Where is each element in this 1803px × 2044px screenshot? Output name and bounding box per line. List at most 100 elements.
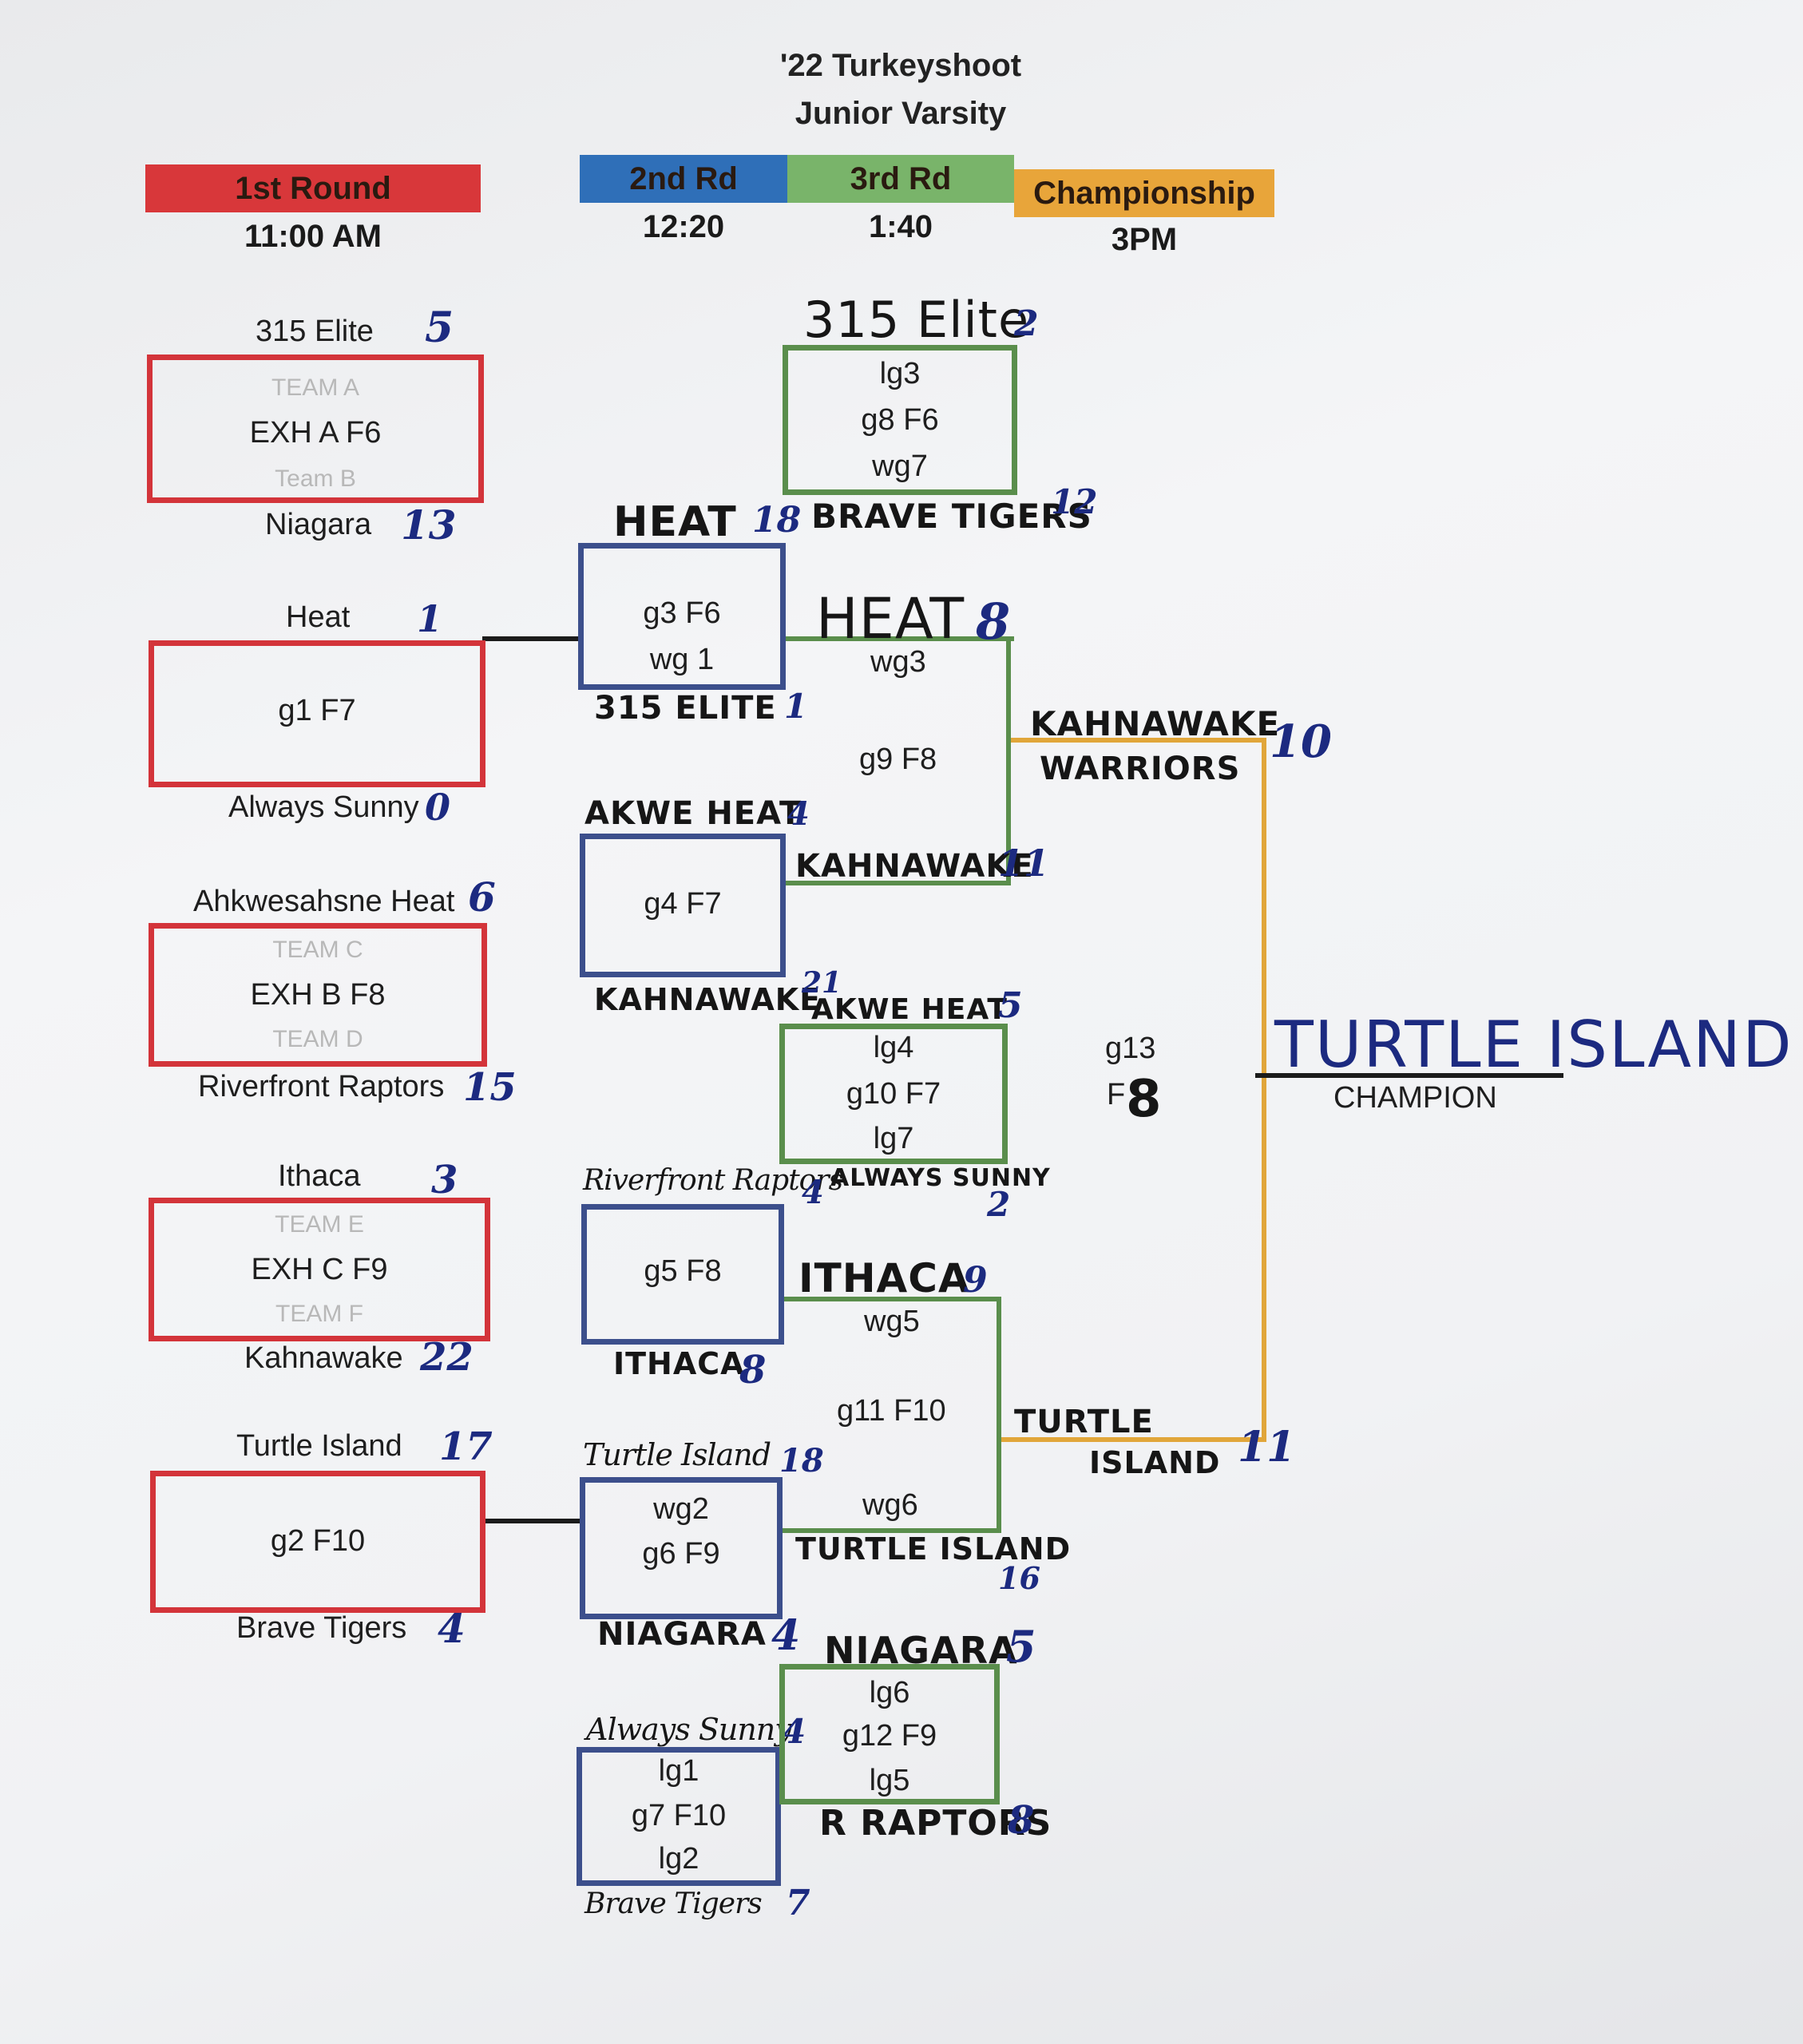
team-score: 5 [425, 303, 454, 352]
game-label: lg1 [658, 1754, 699, 1788]
team-name: Kahnawake [244, 1341, 403, 1375]
team-score: 1 [417, 597, 443, 640]
title-line-1: '22 Turkeyshoot [779, 48, 1022, 83]
team-score: 18 [752, 500, 802, 541]
team-name: NIAGARA [597, 1616, 767, 1653]
match-box: lg6 g12 F9 lg5 [779, 1664, 1000, 1804]
field-label: F [1107, 1078, 1126, 1111]
team-score: 0 [425, 786, 451, 829]
round-label-3: 3rd Rd [850, 160, 952, 196]
team-score: 2 [987, 1185, 1011, 1224]
game-label: wg 1 [649, 643, 715, 676]
game-label: lg2 [658, 1842, 699, 1876]
round-label-4: Championship [1033, 175, 1255, 211]
match-box: g3 F6 wg 1 [578, 543, 786, 690]
team-name: AKWE HEAT [584, 795, 802, 832]
team-name: KAHNAWAKE [1030, 704, 1281, 743]
round-band-1: 1st Round [145, 164, 481, 212]
connector-line [1262, 738, 1266, 1440]
field-overwrite: 8 [1126, 1070, 1163, 1129]
champion-name: TURTLE ISLAND [1274, 1008, 1793, 1082]
team-name: HEAT [613, 498, 737, 546]
team-name: Riverfront Raptors [583, 1164, 843, 1197]
team-name: KAHNAWAKE [594, 982, 822, 1017]
round-time-2: 12:20 [642, 209, 725, 244]
slot-placeholder: TEAM F [275, 1301, 363, 1327]
connector-line [783, 636, 1014, 641]
team-score: 3 [431, 1158, 458, 1202]
game-label: g7 F10 [631, 1799, 727, 1832]
team-score: 15 [463, 1065, 517, 1110]
game-label: lg7 [873, 1122, 914, 1155]
game-label: g9 F8 [859, 743, 937, 776]
game-label: g12 F9 [842, 1719, 937, 1753]
team-name: 315 Elite [803, 291, 1030, 349]
team-name: AKWE HEAT [811, 993, 1008, 1026]
game-label: lg5 [869, 1764, 910, 1797]
connector-line [1001, 1437, 1266, 1442]
game-label: g5 F8 [644, 1254, 722, 1288]
game-label: g1 F7 [278, 694, 356, 727]
team-score: 7 [786, 1883, 810, 1923]
round-time-3: 1:40 [868, 209, 933, 244]
team-score: 1 [784, 687, 808, 726]
team-name: Riverfront Raptors [198, 1070, 445, 1103]
team-score: 4 [438, 1605, 466, 1652]
slot-placeholder: TEAM D [272, 1026, 363, 1052]
match-box: g4 F7 [580, 834, 786, 977]
title-line-2: Junior Varsity [795, 96, 1007, 131]
round-band-3: 3rd Rd [787, 155, 1014, 203]
match-box: TEAM E EXH C F9 TEAM F [149, 1198, 490, 1341]
team-name: WARRIORS [1040, 751, 1241, 787]
game-label: EXH C F9 [251, 1253, 388, 1286]
round-band-4: Championship [1014, 169, 1274, 217]
match-box: g2 F10 [150, 1471, 485, 1613]
game-label: g11 F10 [837, 1394, 946, 1428]
team-score: 2 [1014, 303, 1039, 344]
game-label: lg3 [879, 357, 921, 390]
game-label: wg6 [862, 1488, 918, 1522]
team-score: 11 [1238, 1423, 1296, 1472]
round-time-4: 3PM [1111, 222, 1178, 257]
team-score: 12 [1051, 482, 1098, 521]
team-name: Turtle Island [236, 1429, 402, 1463]
team-name: 315 ELITE [594, 690, 777, 727]
game-label: EXH A F6 [249, 416, 382, 450]
team-name: Heat [286, 600, 351, 634]
team-score: 4 [783, 1712, 806, 1751]
team-name: TURTLE [1014, 1404, 1154, 1440]
game-label: wg7 [872, 450, 928, 483]
slot-placeholder: TEAM C [272, 937, 363, 963]
match-box: lg4 g10 F7 lg7 [779, 1024, 1008, 1164]
game-label: g13 [1105, 1032, 1156, 1065]
team-score: 8 [739, 1348, 767, 1392]
game-label: g2 F10 [270, 1524, 366, 1558]
team-name: R RAPTORS [819, 1803, 1052, 1844]
connector-line [783, 881, 1011, 885]
match-box: wg2 g6 F9 [580, 1477, 783, 1619]
game-label: EXH B F8 [250, 978, 386, 1012]
game-label: wg5 [864, 1305, 920, 1338]
team-name: 315 Elite [256, 315, 374, 348]
slot-placeholder: TEAM A [271, 374, 360, 401]
connector-line [783, 1528, 1001, 1533]
team-score: 5 [1006, 1621, 1036, 1672]
team-score: 16 [998, 1560, 1040, 1596]
slot-placeholder: TEAM E [275, 1211, 364, 1238]
team-score: 5 [998, 985, 1023, 1026]
team-name: Turtle Island [583, 1437, 771, 1472]
team-score: 4 [771, 1611, 801, 1660]
game-label: lg6 [869, 1676, 910, 1709]
team-score: 4 [802, 1174, 824, 1211]
game-label: wg3 [870, 645, 926, 679]
connector-line [1006, 636, 1011, 885]
match-box: TEAM C EXH B F8 TEAM D [149, 923, 487, 1067]
team-score: 17 [439, 1424, 493, 1469]
team-name: Brave Tigers [584, 1888, 763, 1920]
round-band-2: 2nd Rd [580, 155, 787, 203]
game-label: g10 F7 [846, 1077, 941, 1111]
round-label-2: 2nd Rd [629, 160, 738, 196]
slot-placeholder: Team B [275, 465, 356, 492]
match-box: g5 F8 [581, 1204, 784, 1345]
round-time-1: 11:00 AM [244, 219, 382, 254]
